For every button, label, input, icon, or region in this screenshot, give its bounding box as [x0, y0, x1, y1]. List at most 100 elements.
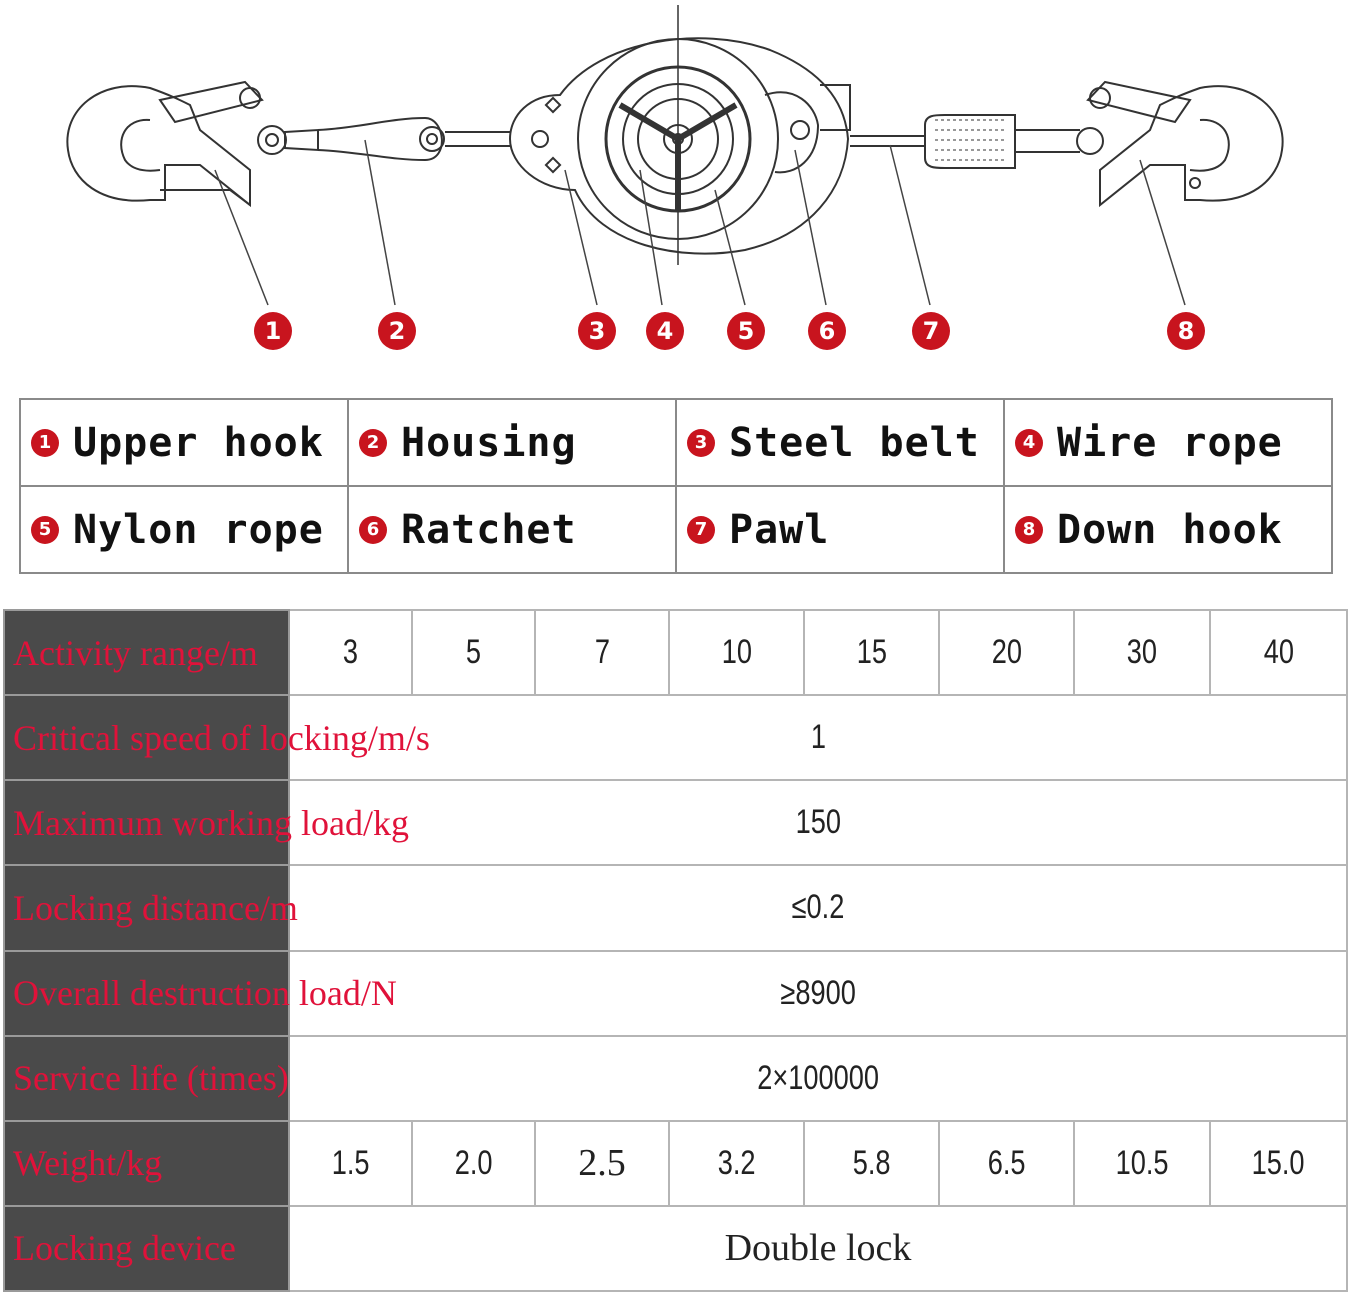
spec-value: 3.2: [717, 1143, 756, 1182]
spec-value: 6.5: [987, 1143, 1026, 1182]
legend-number: 2: [359, 428, 387, 457]
spec-value: 5.8: [852, 1143, 891, 1182]
spec-value: 5: [465, 633, 482, 672]
callout-1: 1: [254, 312, 292, 350]
spec-cell: Double lock: [288, 1204, 1348, 1293]
legend-number: 5: [31, 515, 59, 544]
spec-value: 7: [594, 633, 610, 672]
legend-label: Ratchet: [401, 506, 577, 553]
legend-label: Nylon rope: [73, 506, 324, 553]
legend-item: 5 Nylon rope: [19, 485, 349, 574]
upper-hook-drawing: [66, 80, 287, 208]
legend-row: 5 Nylon rope 6 Ratchet 7 Pawl 8 Down hook: [19, 485, 1333, 574]
legend-label: Steel belt: [729, 419, 980, 466]
spec-value: 15.0: [1252, 1143, 1305, 1182]
spec-value: 10: [721, 633, 752, 672]
callout-6: 6: [808, 312, 846, 350]
legend-number: 6: [359, 515, 387, 544]
legend-number: 4: [1015, 428, 1043, 457]
spec-label: Locking device: [3, 1204, 290, 1293]
spec-cell: 10: [668, 608, 805, 697]
callout-3: 3: [578, 312, 616, 350]
spec-value: 2.0: [454, 1143, 493, 1182]
spec-cell: 2×100000: [288, 1034, 1348, 1122]
spec-cell: 1.5: [288, 1119, 413, 1207]
legend-number: 3: [687, 428, 715, 457]
spec-value: 3: [342, 633, 359, 672]
spec-value: ≥8900: [780, 973, 856, 1012]
spec-value: Double lock: [724, 1227, 912, 1270]
spec-cell: 3.2: [668, 1119, 805, 1207]
spec-row-destruction-load: Overall destruction load/N ≥8900: [3, 949, 1348, 1037]
spec-label: Service life (times): [3, 1034, 290, 1122]
spec-value: 1.5: [331, 1143, 370, 1182]
spec-value: ≤0.2: [791, 888, 845, 927]
spec-row-locking-device: Locking device Double lock: [3, 1204, 1348, 1293]
spec-cell: 2.0: [411, 1119, 536, 1207]
spec-cell: 1: [288, 694, 1348, 782]
legend-item: 7 Pawl: [675, 485, 1005, 574]
spec-value: 15: [856, 633, 887, 672]
spec-cell: 150: [288, 779, 1348, 867]
spec-cell: 7: [534, 608, 670, 697]
spec-value: 40: [1263, 633, 1294, 672]
spec-cell: 30: [1073, 608, 1211, 697]
spec-cell: ≥8900: [288, 949, 1348, 1037]
spec-label: Activity range/m: [3, 608, 290, 697]
spec-label: Critical speed of locking/m/s: [3, 694, 430, 782]
spec-label: Overall destruction load/N: [3, 949, 397, 1037]
wire-rope-drawing: [850, 114, 1104, 169]
legend-label: Housing: [401, 419, 577, 466]
self-locking-device-diagram: 1 2 3 4 5 6 7 8: [0, 0, 1351, 385]
callout-8: 8: [1167, 312, 1205, 350]
spec-cell: 5: [411, 608, 536, 697]
spec-value: 1: [810, 718, 826, 757]
callout-7: 7: [912, 312, 950, 350]
spec-cell: 10.5: [1073, 1119, 1211, 1207]
spec-row-service-life: Service life (times) 2×100000: [3, 1034, 1348, 1122]
spec-cell: 15: [803, 608, 940, 697]
callout-4: 4: [646, 312, 684, 350]
legend-item: 1 Upper hook: [19, 398, 349, 487]
spec-value: 2×100000: [757, 1058, 879, 1097]
spec-cell: 2.5: [534, 1119, 670, 1207]
legend-item: 3 Steel belt: [675, 398, 1005, 487]
legend-label: Pawl: [729, 506, 830, 553]
spec-cell: 20: [938, 608, 1075, 697]
legend-number: 1: [31, 428, 59, 457]
spec-row-locking-distance: Locking distance/m ≤0.2: [3, 864, 1348, 952]
legend-item: 6 Ratchet: [347, 485, 677, 574]
spec-row-weight: Weight/kg 1.5 2.0 2.5 3.2 5.8 6.5 10.5 1…: [3, 1119, 1348, 1207]
spec-cell: 15.0: [1209, 1119, 1348, 1207]
spec-cell: 6.5: [938, 1119, 1075, 1207]
spec-cell: 5.8: [803, 1119, 940, 1207]
spec-value: 20: [991, 633, 1022, 672]
callout-2: 2: [378, 312, 416, 350]
callout-5: 5: [727, 312, 765, 350]
legend-number: 8: [1015, 515, 1043, 544]
leader-lines: [214, 139, 1186, 306]
legend-label: Down hook: [1057, 506, 1283, 553]
spec-row-critical-speed: Critical speed of locking/m/s 1: [3, 694, 1348, 782]
spec-cell: ≤0.2: [288, 864, 1348, 952]
spec-value: 2.5: [578, 1142, 626, 1185]
legend-item: 8 Down hook: [1003, 485, 1333, 574]
spec-value: 10.5: [1115, 1143, 1169, 1182]
spec-row-max-load: Maximum working load/kg 150: [3, 779, 1348, 867]
legend-label: Upper hook: [73, 419, 324, 466]
spec-label: Locking distance/m: [3, 864, 298, 952]
spec-value: 150: [795, 803, 841, 842]
spec-cell: 40: [1209, 608, 1348, 697]
spec-value: 30: [1126, 633, 1158, 672]
spec-label: Weight/kg: [3, 1119, 290, 1207]
device-drawing: [66, 5, 1284, 306]
spec-cell: 3: [288, 608, 413, 697]
specifications-table: Activity range/m 3 5 7 10 15 20 30 40 Cr…: [3, 608, 1348, 1293]
housing-body-drawing: [508, 5, 851, 265]
spec-label: Maximum working load/kg: [3, 779, 409, 867]
legend-item: 2 Housing: [347, 398, 677, 487]
legend-number: 7: [687, 515, 715, 544]
